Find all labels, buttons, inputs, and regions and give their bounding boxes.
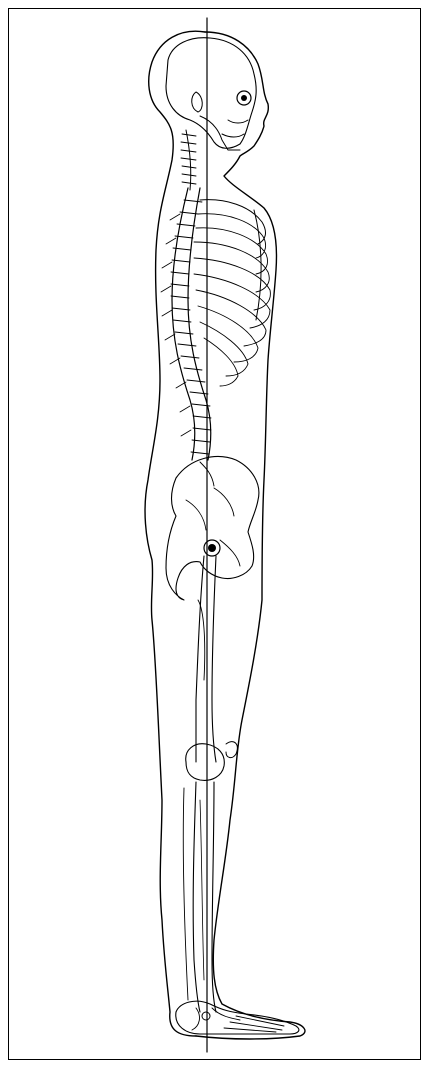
orbit-shadow [241,95,247,101]
cervical-spine [181,130,196,190]
knee-icon [186,742,238,781]
body-outline [145,31,305,1039]
patella [226,742,237,758]
fibula [183,788,188,1000]
ear [192,92,203,112]
rib-cage-icon [194,200,270,386]
foot-icon [176,1001,299,1034]
pelvis-icon [166,457,259,600]
ankle-joint [202,1012,210,1020]
femur-icon [196,556,216,762]
tibia-icon [183,782,216,1012]
back-contour [145,31,205,1036]
skull-icon [166,38,256,150]
femoral-head [208,544,216,552]
